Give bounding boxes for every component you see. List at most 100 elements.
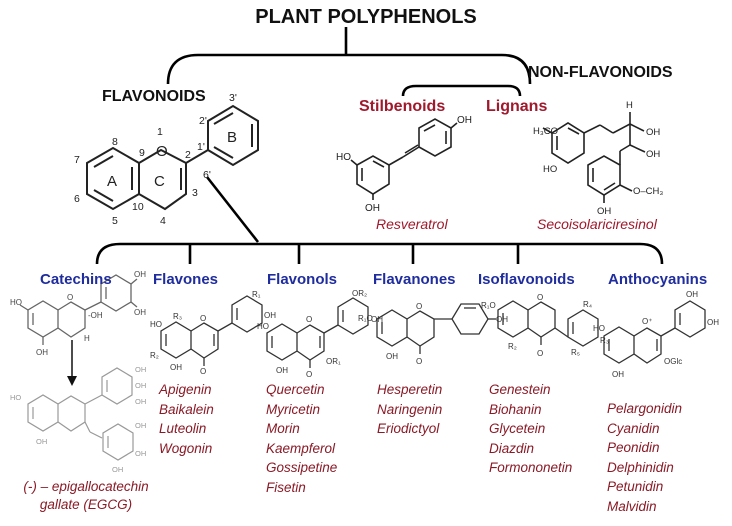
stilbenoids-heading: Stilbenoids [359,98,446,115]
atom-label-oh: OH [36,348,48,357]
atom-label-ho: HO [336,152,351,163]
egcg-caption: (-) – epigallocatechin gallate (EGCG) [0,478,172,514]
resveratrol-structure: HO OH OH [336,115,472,214]
atom-label-or2: OR₂ [352,289,367,298]
flavonols-heading: Flavonols [267,271,338,288]
atom-label-oh: OH [386,352,398,361]
atom-label-ho: HO [10,393,21,402]
example-compound: Quercetin [266,382,325,397]
core-labels: A C B O 1 2 3 4 5 6 7 8 9 10 1' 2' 3' 6' [74,92,237,227]
catechin-structure: HO OH O -OH H OH OH [10,270,146,386]
atom-label-o_ch3: O–CH₃ [633,186,663,197]
flavonoid-core-structure [86,104,259,211]
example-compound: Biohanin [489,401,542,417]
atom-label-oh: OH [457,115,472,126]
example-compound: Diazdin [489,440,535,456]
flavanones-heading: Flavanones [373,271,456,288]
catechins-heading: Catechins [40,271,112,288]
nonflavonoid-bracket [401,84,522,97]
atom-label-h3co: H₃CO [533,126,558,137]
top-bracket [166,53,532,85]
atom-label-oh: OH [496,315,508,324]
atom-label-o: O [416,302,422,311]
resveratrol-label: Resveratrol [376,216,448,232]
diagram-title: PLANT POLYPHENOLS [255,6,477,28]
flavonol-structure: HO OH O O OR₁ OR₂ OH [257,289,383,379]
example-compound: Glycetein [489,421,546,436]
atom-label-o: O [67,293,73,302]
pos-2-prime: 2' [199,115,207,127]
egcg-caption-line-2: gallate (EGCG) [39,497,133,512]
tree-connectors [95,27,664,265]
atom-label-o_plus: O⁺ [642,317,652,326]
atom-label-oh: OH [646,127,660,138]
pos-3: 3 [192,187,198,199]
example-compound: Cyanidin [607,420,660,436]
pos-9: 9 [139,147,145,159]
atom-label-oh: OH [135,397,146,406]
atom-label-oh: OH [686,290,698,299]
example-compound: Malvidin [607,498,657,514]
atom-label-oh: OH [612,370,624,379]
atom-label-oh: OH [646,149,660,160]
isoflavonoids-heading: Isoflavonoids [478,271,575,288]
example-compound: Wogonin [159,440,213,456]
atom-label-oh: OH [112,465,123,474]
example-compound: Fisetin [266,479,306,495]
egcg-structure: HO OH OH OH OH OH OH OH [10,365,146,474]
egcg-caption-line-1: (-) – epigallocatechin [23,479,149,494]
lignans-heading: Lignans [486,98,548,115]
example-compound: Petunidin [607,479,664,494]
atom-label-o: O [200,367,206,376]
atom-label-oh: OH [276,366,288,375]
flavanone-structure: R₁O OH O O OH [358,302,508,366]
subclass-bracket [95,242,664,265]
atom-label-oh: OH [134,308,146,317]
atom-label-oh: OH [264,311,276,320]
atom-label-o: O [306,315,312,324]
atom-label-r2: R₂ [150,351,159,360]
example-compound: Baikalein [159,401,214,417]
anthocyanins-heading: Anthocyanins [608,271,708,288]
core-to-subclasses-line [205,176,260,243]
anthocyanin-structure: HO OH O⁺ OGlc OH OH [593,290,719,379]
atom-label-ho: HO [257,322,269,331]
atom-label-o: O [537,349,543,358]
atom-label-ho: HO [150,320,162,329]
ring-b-label: B [227,129,237,146]
atom-label-ho: HO [10,298,22,307]
atom-label-oh: OH [365,203,380,214]
atom-label-oh: OH [135,449,146,458]
core-oxygen-label: O [156,143,168,160]
pos-4: 4 [160,215,166,227]
ring-c-label: C [154,173,165,190]
atom-label-or1: OR₁ [326,357,341,366]
example-compound: Kaempferol [266,440,336,456]
atom-label-ho: HO [593,324,605,333]
atom-label-ho: HO [543,164,557,175]
example-compound: Formononetin [489,460,573,475]
atom-label-o: O [416,357,422,366]
atom-label-oh: OH [597,206,611,217]
pos-2: 2 [185,149,191,161]
example-compound: Luteolin [159,421,207,436]
atom-label-oglc: OGlc [664,357,682,366]
atom-label-o: O [537,293,543,302]
atom-label-r5: R₅ [571,348,580,357]
atom-label-minus_oh: -OH [88,311,103,320]
ring-a-label: A [107,173,117,190]
example-compound: Peonidin [607,440,660,455]
example-compound: Morin [266,421,300,436]
example-compound: Hesperetin [377,382,443,397]
atom-label-h: H [84,334,90,343]
pos-1-prime: 1' [197,141,205,153]
atom-label-oh: OH [135,365,146,374]
pos-3-prime: 3' [229,92,237,104]
example-compound: Genestein [489,382,551,397]
flavonoids-heading: FLAVONOIDS [102,88,206,105]
